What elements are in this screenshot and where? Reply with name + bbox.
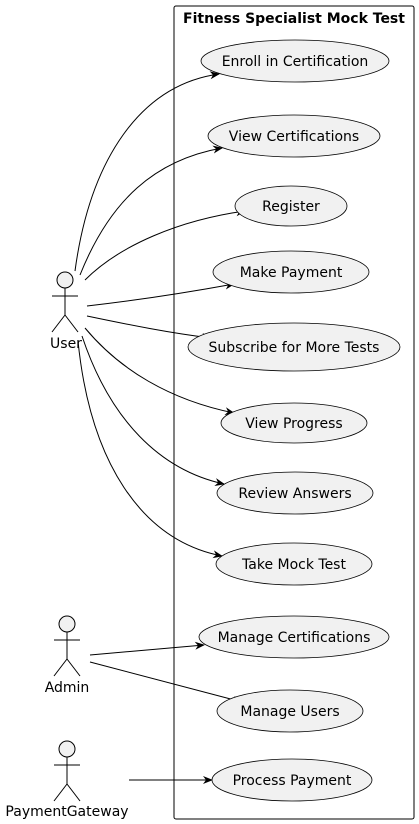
association-user-progress <box>84 327 235 416</box>
association-user-subscribe <box>86 315 212 341</box>
association-admin-managecert <box>89 641 205 656</box>
system-boundary: Fitness Specialist Mock Test <box>173 5 415 820</box>
use-case-progress[interactable]: View Progress <box>220 402 368 444</box>
use-case-label: Subscribe for More Tests <box>209 340 380 356</box>
use-case-managecert[interactable]: Manage Certifications <box>198 615 390 659</box>
system-title: Fitness Specialist Mock Test <box>183 11 405 27</box>
association-user-review <box>81 335 225 486</box>
stick-figure-icon <box>53 615 81 677</box>
association-user-enroll <box>74 71 220 272</box>
use-case-label: Manage Users <box>240 704 339 720</box>
use-case-payment[interactable]: Make Payment <box>212 250 370 294</box>
actor-label: User <box>50 336 82 352</box>
use-case-manageusers[interactable]: Manage Users <box>216 689 364 733</box>
use-cases: Enroll in Certification View Certificati… <box>187 39 401 802</box>
associations <box>74 71 246 784</box>
association-user-payment <box>86 281 235 307</box>
use-case-label: Register <box>262 199 320 215</box>
stick-figure-icon <box>53 740 81 802</box>
actor-label: PaymentGateway <box>5 804 128 820</box>
use-case-label: Take Mock Test <box>241 557 346 573</box>
use-case-label: Review Answers <box>238 486 351 502</box>
actor-label: Admin <box>45 680 90 696</box>
use-case-label: View Certifications <box>229 129 359 145</box>
use-case-label: Enroll in Certification <box>222 54 369 70</box>
association-user-viewcert <box>79 145 223 276</box>
stick-figure-icon <box>51 271 79 333</box>
use-case-enroll[interactable]: Enroll in Certification <box>200 39 390 83</box>
use-case-label: Process Payment <box>233 773 352 789</box>
use-case-process[interactable]: Process Payment <box>211 758 373 802</box>
actor-user[interactable]: User <box>50 271 82 352</box>
use-case-label: Make Payment <box>240 265 343 281</box>
use-case-viewcert[interactable]: View Certifications <box>207 114 381 158</box>
use-case-label: Manage Certifications <box>218 630 371 646</box>
use-case-review[interactable]: Review Answers <box>216 471 374 515</box>
use-case-label: View Progress <box>245 416 342 432</box>
association-admin-manageusers <box>89 661 243 704</box>
use-case-mocktest[interactable]: Take Mock Test <box>215 542 373 586</box>
actor-payment-gateway[interactable]: PaymentGateway <box>5 740 129 820</box>
use-case-register[interactable]: Register <box>234 185 348 227</box>
actor-admin[interactable]: Admin <box>45 615 90 696</box>
association-user-mocktest <box>77 340 223 559</box>
association-user-register <box>84 208 246 281</box>
use-case-subscribe[interactable]: Subscribe for More Tests <box>187 322 401 372</box>
